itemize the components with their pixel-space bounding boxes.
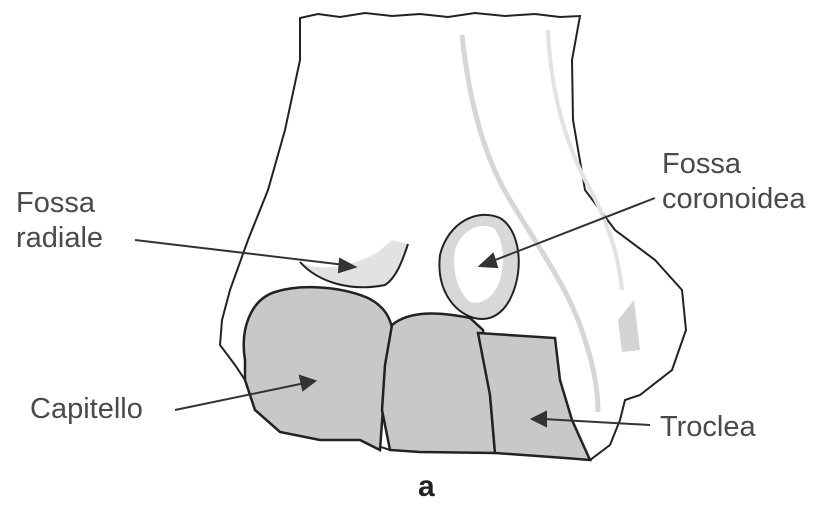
label-fossa-coronoidea: Fossa coronoidea (662, 147, 806, 217)
label-troclea: Troclea (660, 410, 756, 445)
label-fossa-radiale-line2: radiale (16, 221, 103, 256)
label-fossa-radiale: Fossa radiale (16, 186, 103, 256)
label-capitello: Capitello (30, 392, 143, 427)
label-fossa-radiale-line1: Fossa (16, 186, 103, 221)
capitulum (244, 287, 393, 450)
figure-caption: a (418, 470, 435, 504)
label-fossa-coronoidea-line1: Fossa (662, 147, 806, 182)
label-fossa-coronoidea-line2: coronoidea (662, 182, 806, 217)
